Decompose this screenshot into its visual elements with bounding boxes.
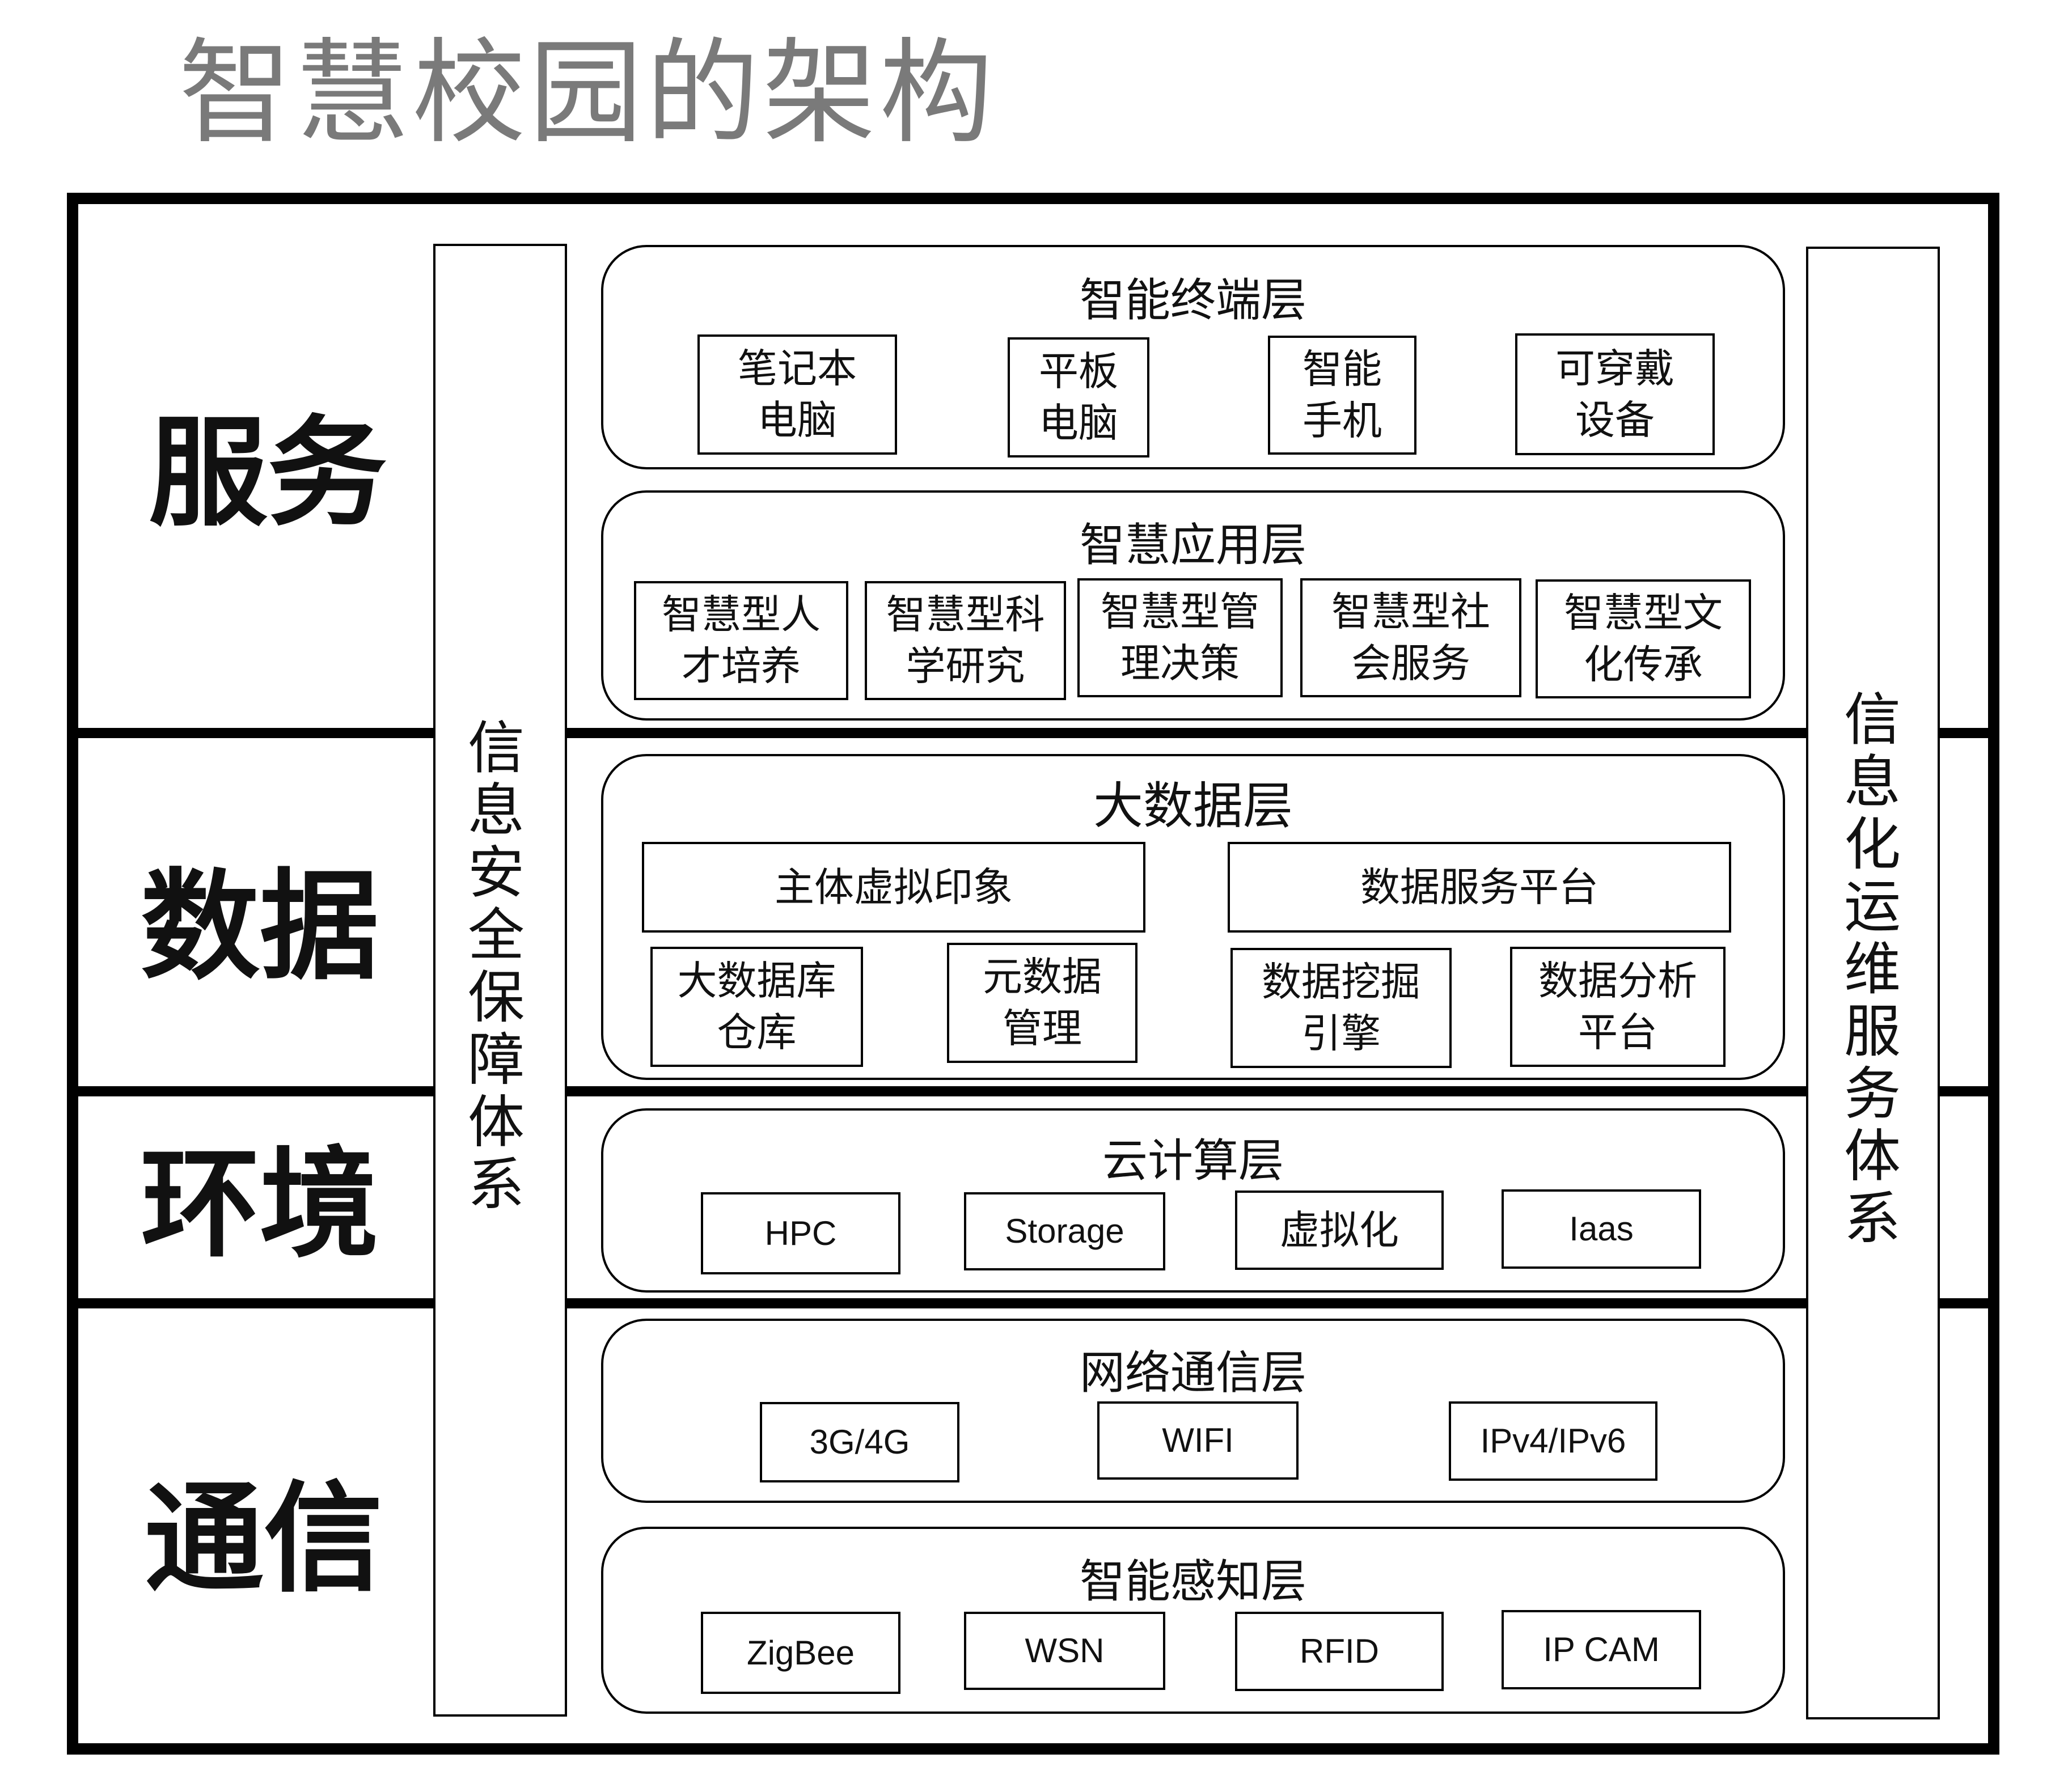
category-data: 数据	[141, 857, 379, 996]
terminal-item-tablet: 平板 电脑	[1008, 337, 1149, 457]
bigdata-item-warehouse: 大数据库 仓库	[650, 947, 863, 1067]
bigdata-item-analysis: 数据分析 平台	[1510, 947, 1726, 1067]
bigdata-item-metadata: 元数据 管理	[947, 943, 1137, 1063]
category-service: 服务	[149, 404, 387, 543]
terminal-item-wearable: 可穿戴 设备	[1515, 333, 1715, 455]
application-item-management: 智慧型管 理决策	[1077, 578, 1283, 697]
ops-service-label: 信息化运维服务体系	[1844, 687, 1901, 1252]
cloud-item-storage: Storage	[964, 1192, 1165, 1270]
network-item-3g4g: 3G/4G	[760, 1402, 959, 1482]
cloud-item-hpc: HPC	[701, 1192, 900, 1274]
terminal-item-smartphone: 智能 手机	[1268, 336, 1416, 455]
section-divider-service-data	[67, 728, 1999, 738]
bigdata-wide-virtual-image: 主体虚拟印象	[642, 842, 1145, 933]
category-environment: 环境	[141, 1135, 379, 1274]
cloud-item-virtualization: 虚拟化	[1235, 1191, 1444, 1270]
sensing-item-ipcam: IP CAM	[1502, 1610, 1701, 1689]
network-item-ipv4ipv6: IPv4/IPv6	[1449, 1401, 1657, 1481]
sensing-item-zigbee: ZigBee	[701, 1612, 900, 1694]
bigdata-layer-title: 大数据层	[1093, 777, 1293, 835]
architecture-frame	[67, 193, 1999, 1755]
category-communication: 通信	[145, 1469, 383, 1608]
sensing-item-wsn: WSN	[964, 1612, 1165, 1690]
cloud-item-iaas: Iaas	[1502, 1189, 1701, 1269]
terminal-layer-title: 智能终端层	[1080, 274, 1306, 327]
network-layer-title: 网络通信层	[1080, 1346, 1306, 1399]
sensing-layer-title: 智能感知层	[1080, 1555, 1306, 1608]
section-divider-environment-communication	[67, 1298, 1999, 1308]
security-assurance-bar	[433, 244, 567, 1717]
bigdata-item-mining: 数据挖掘 引擎	[1230, 948, 1452, 1068]
cloud-layer-title: 云计算层	[1102, 1134, 1284, 1187]
application-item-research: 智慧型科 学研究	[865, 581, 1066, 700]
ops-service-bar	[1806, 247, 1940, 1719]
network-item-wifi: WIFI	[1097, 1401, 1299, 1480]
application-item-social: 智慧型社 会服务	[1300, 578, 1521, 697]
section-divider-data-environment	[67, 1086, 1999, 1096]
sensing-item-rfid: RFID	[1235, 1612, 1444, 1691]
terminal-item-laptop: 笔记本 电脑	[697, 334, 897, 455]
application-item-culture: 智慧型文 化传承	[1536, 579, 1751, 698]
application-item-talent: 智慧型人 才培养	[634, 581, 848, 700]
bigdata-wide-service-platform: 数据服务平台	[1228, 842, 1731, 933]
page-title: 智慧校园的架构	[179, 27, 997, 159]
security-assurance-label: 信息安全保障体系	[468, 715, 525, 1218]
application-layer-title: 智慧应用层	[1080, 519, 1306, 571]
